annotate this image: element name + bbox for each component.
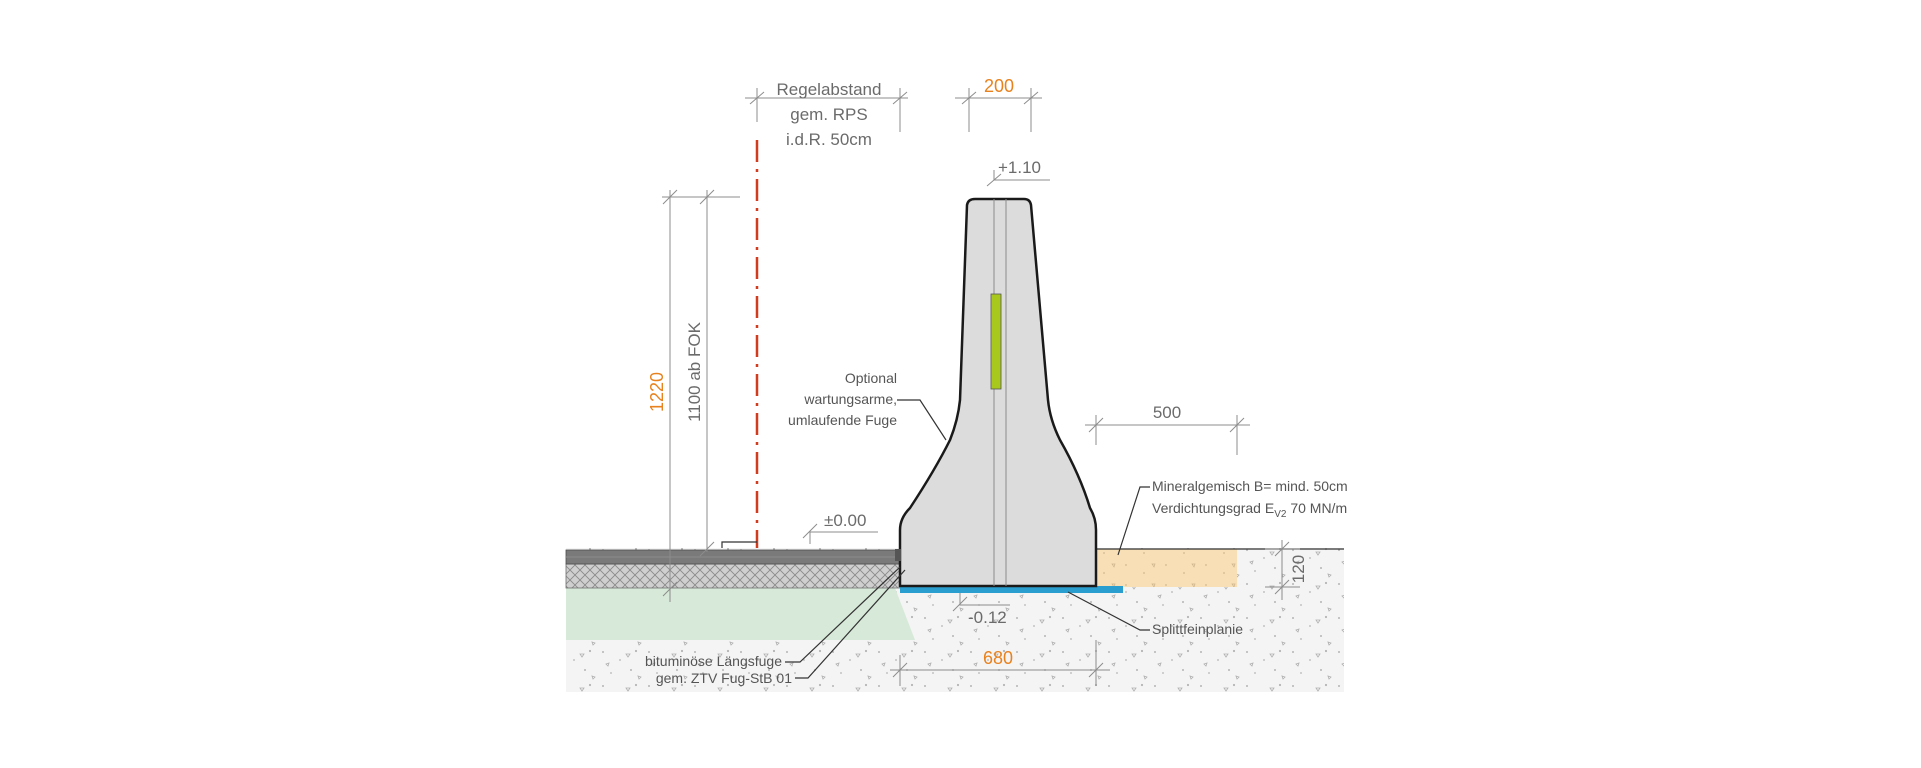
dimension-200: 200 [984, 76, 1014, 96]
reflector [990, 293, 1002, 390]
level-zero: ±0.00 [824, 511, 866, 530]
mineral-label-2-pre: Verdichtungsgrad E [1152, 500, 1274, 516]
level-top: +1.10 [998, 158, 1041, 177]
mineral-label-1: Mineralgemisch B= mind. 50cm [1152, 478, 1348, 494]
mineral-label-2-sub: V2 [1274, 509, 1287, 520]
regelabstand-label-1: Regelabstand [777, 80, 882, 99]
dimension-500: 500 [1153, 403, 1181, 422]
mineral-mix-layer [1096, 549, 1237, 587]
splitt-layer [900, 586, 1123, 593]
optional-label-1: Optional [845, 370, 897, 386]
gravel-right [1237, 549, 1344, 587]
asphalt-base-layer [565, 563, 902, 589]
mineral-label-2: Verdichtungsgrad EV2 70 MN/m [1152, 500, 1347, 520]
splitt-label: Splittfeinplanie [1152, 621, 1243, 637]
fuge-label-1: bituminöse Längsfuge [645, 653, 782, 669]
regelabstand-label-2: gem. RPS [790, 105, 867, 124]
green-subbase-layer [566, 588, 915, 640]
dimension-1220: 1220 [647, 372, 667, 412]
level-bottom: -0.12 [968, 608, 1007, 627]
optional-label-2: wartungsarme, [803, 391, 897, 407]
mineral-label-2-post: 70 MN/m [1286, 500, 1347, 516]
dimension-680: 680 [983, 648, 1013, 668]
fuge-label-2: gem. ZTV Fug-StB 01 [656, 670, 792, 686]
dimension-120: 120 [1289, 555, 1308, 583]
joint-seal [895, 549, 901, 561]
concrete-barrier [898, 197, 1098, 588]
dimension-1100-ab-fok: 1100 ab FOK [685, 321, 704, 422]
optional-label-3: umlaufende Fuge [788, 412, 897, 428]
regelabstand-label-3: i.d.R. 50cm [786, 130, 872, 149]
